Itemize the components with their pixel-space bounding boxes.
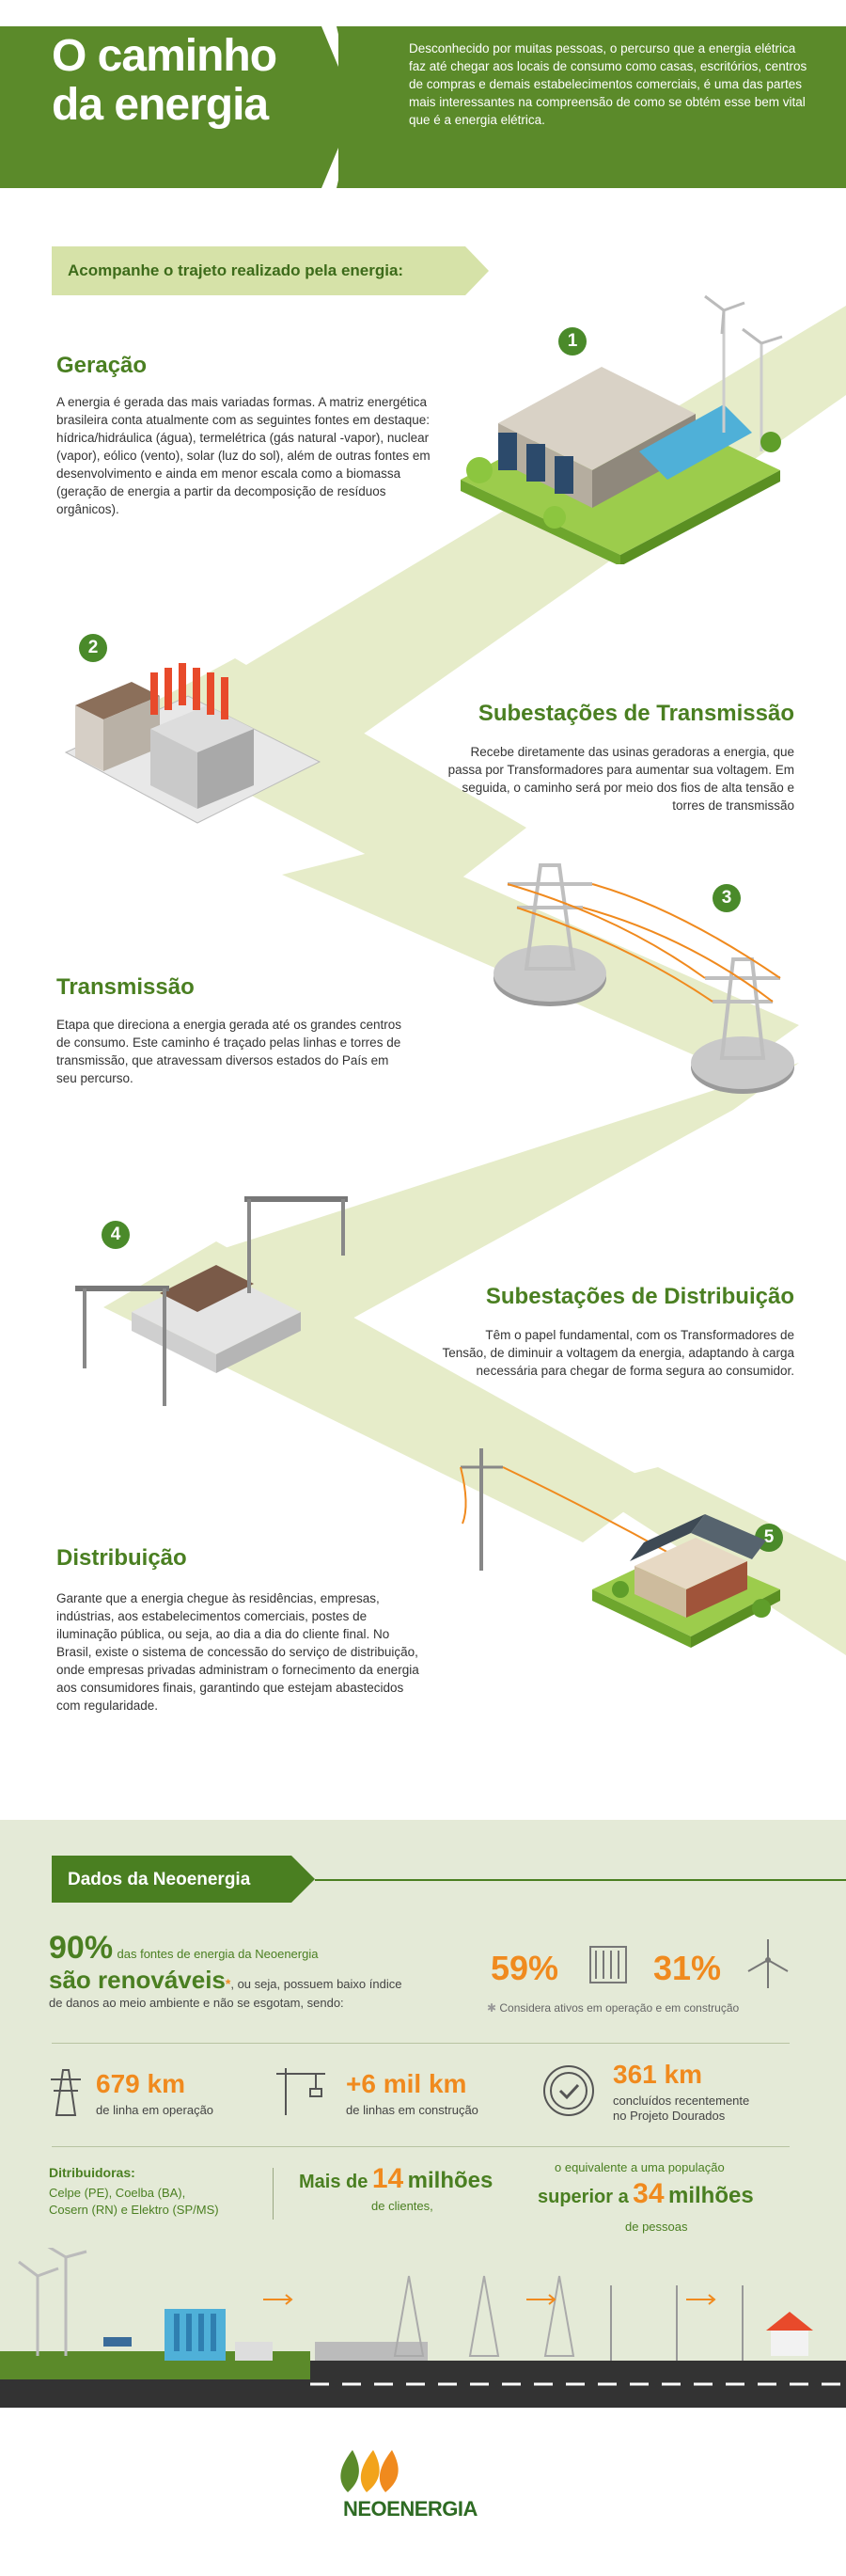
pop-prefix: o equivalente a uma população [555, 2160, 725, 2174]
clients-number: 14 [371, 2163, 404, 2194]
distribuidoras-divider [273, 2168, 274, 2220]
renewable-line2: são renováveis*, ou seja, possuem baixo … [49, 1966, 401, 1995]
clients-suffix: de clientes, [371, 2199, 433, 2213]
wind-turbine-icon [747, 1939, 789, 1988]
data-banner-line [315, 1879, 846, 1881]
energy-landscape-illustration [0, 2248, 846, 2408]
distribuidoras-title: Ditribuidoras: [49, 2165, 135, 2180]
renewable-text1: das fontes de energia da Neoenergia [117, 1947, 319, 1961]
step-body-distribuicao: Garante que a energia chegue às residênc… [56, 1591, 419, 1713]
hydro-plant-illustration [461, 294, 783, 564]
neoenergia-logo-icon [340, 2450, 399, 2492]
step-body-subestacoes-distribuicao: Têm o papel fundamental, com os Transfor… [442, 1328, 795, 1378]
step-title-transmissao: Transmissão [56, 974, 195, 1000]
transmission-towers-illustration [494, 863, 794, 1094]
tower-icon [51, 2069, 81, 2116]
header [0, 26, 846, 188]
distribuidoras-line1: Celpe (PE), Coelba (BA), [49, 2186, 186, 2200]
stat3-label1: concluídos recentemente [613, 2094, 750, 2108]
neoenergia-logo-text: NEOENERGIA [343, 2497, 478, 2521]
stat2-value: +6 mil km [346, 2069, 467, 2098]
data-banner [52, 1856, 315, 1903]
assets-note: ✱ Considera ativos em operação e em cons… [487, 2001, 740, 2015]
step-body-subestacoes-transmissao: Recebe diretamente das usinas geradoras … [447, 745, 794, 813]
intro-text: Desconhecido por muitas pessoas, o percu… [409, 41, 807, 127]
distribuidoras-line2: Cosern (RN) e Elektro (SP/MS) [49, 2203, 219, 2217]
house-distribution-illustration [460, 1448, 780, 1648]
clients-block: Mais de 14 milhões [299, 2163, 494, 2194]
step-number-2: 2 [79, 634, 107, 662]
page-title: O caminho da energia [52, 31, 277, 130]
divider-2 [52, 2146, 790, 2147]
pop-suffix: de pessoas [625, 2220, 688, 2234]
step-title-subestacoes-transmissao: Subestações de Transmissão [478, 701, 794, 726]
header-title-block [0, 26, 320, 188]
pop-number: 34 [633, 2178, 665, 2209]
asterisk-icon: ✱ [487, 2001, 500, 2015]
step-number-1: 1 [558, 327, 587, 356]
header-intro-block [338, 26, 846, 188]
distribution-substation-illustration [75, 1196, 348, 1406]
stat1-label: de linha em operação [96, 2103, 214, 2117]
dam-icon [589, 1946, 627, 1983]
check-seal-icon [543, 2065, 594, 2116]
renewable-text3: de danos ao meio ambiente e não se esgot… [49, 1996, 344, 2010]
pop-block: superior a 34 milhões [538, 2178, 754, 2209]
stat3-label2: no Projeto Dourados [613, 2109, 726, 2123]
step-title-geracao: Geração [56, 353, 148, 378]
stat3-value: 361 km [613, 2060, 702, 2089]
step-number-3: 3 [713, 884, 741, 912]
trajectory-banner-text: Acompanhe o trajeto realizado pela energ… [68, 261, 404, 279]
renewable-asterisk: * [225, 1976, 231, 1991]
step-title-subestacoes-distribuicao: Subestações de Distribuição [485, 1284, 794, 1309]
transmission-substation-illustration [64, 663, 321, 824]
trajectory-banner [52, 246, 489, 295]
wind-pct: 31% [653, 1949, 722, 1987]
stat1-value: 679 km [96, 2069, 185, 2098]
renewable-block: 90% das fontes de energia da Neoenergia [49, 1930, 318, 1967]
step-title-distribuicao: Distribuição [56, 1545, 187, 1571]
divider-1 [52, 2043, 790, 2044]
step-number-4: 4 [102, 1221, 130, 1249]
step-body-transmissao: Etapa que direciona a energia gerada até… [56, 1018, 402, 1085]
stat2-label: de linhas em construção [346, 2103, 478, 2117]
crane-icon [276, 2068, 325, 2115]
renewable-text2: , ou seja, possuem baixo índice [230, 1977, 402, 1991]
hydro-pct: 59% [491, 1949, 559, 1987]
data-section [0, 1820, 846, 2403]
data-banner-text: Dados da Neoenergia [68, 1870, 251, 1889]
renewable-pct: 90% [49, 1930, 114, 1966]
header-chevron [301, 26, 355, 188]
step-body-geracao: A energia é gerada das mais variadas for… [56, 395, 431, 516]
renewable-bold: são renováveis [49, 1966, 226, 1994]
